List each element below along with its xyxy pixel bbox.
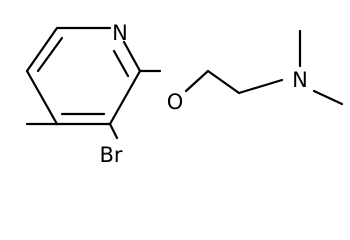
amine-nitrogen-label: N <box>292 68 308 92</box>
bond-c5-c6-inner <box>36 36 64 73</box>
bond-o-ch2 <box>184 69 210 93</box>
bond-n1-c2-inner <box>112 49 130 78</box>
bond-c5-c6 <box>25 26 59 73</box>
pyridine-ring <box>25 26 142 126</box>
bond-n-methyl-right <box>312 89 344 106</box>
chemical-structure: N O N Br <box>25 21 344 167</box>
bond-n1-c2 <box>122 40 142 73</box>
ether-oxygen-label: O <box>167 90 184 114</box>
bond-ch2-ch2 <box>206 69 241 95</box>
bond-ch2-n <box>237 78 284 95</box>
bond-c4-c5 <box>25 69 59 126</box>
bromine-label: Br <box>99 143 122 167</box>
ring-nitrogen-label: N <box>112 21 128 45</box>
bond-c3-br <box>108 122 119 140</box>
bond-c2-c3 <box>108 69 142 126</box>
